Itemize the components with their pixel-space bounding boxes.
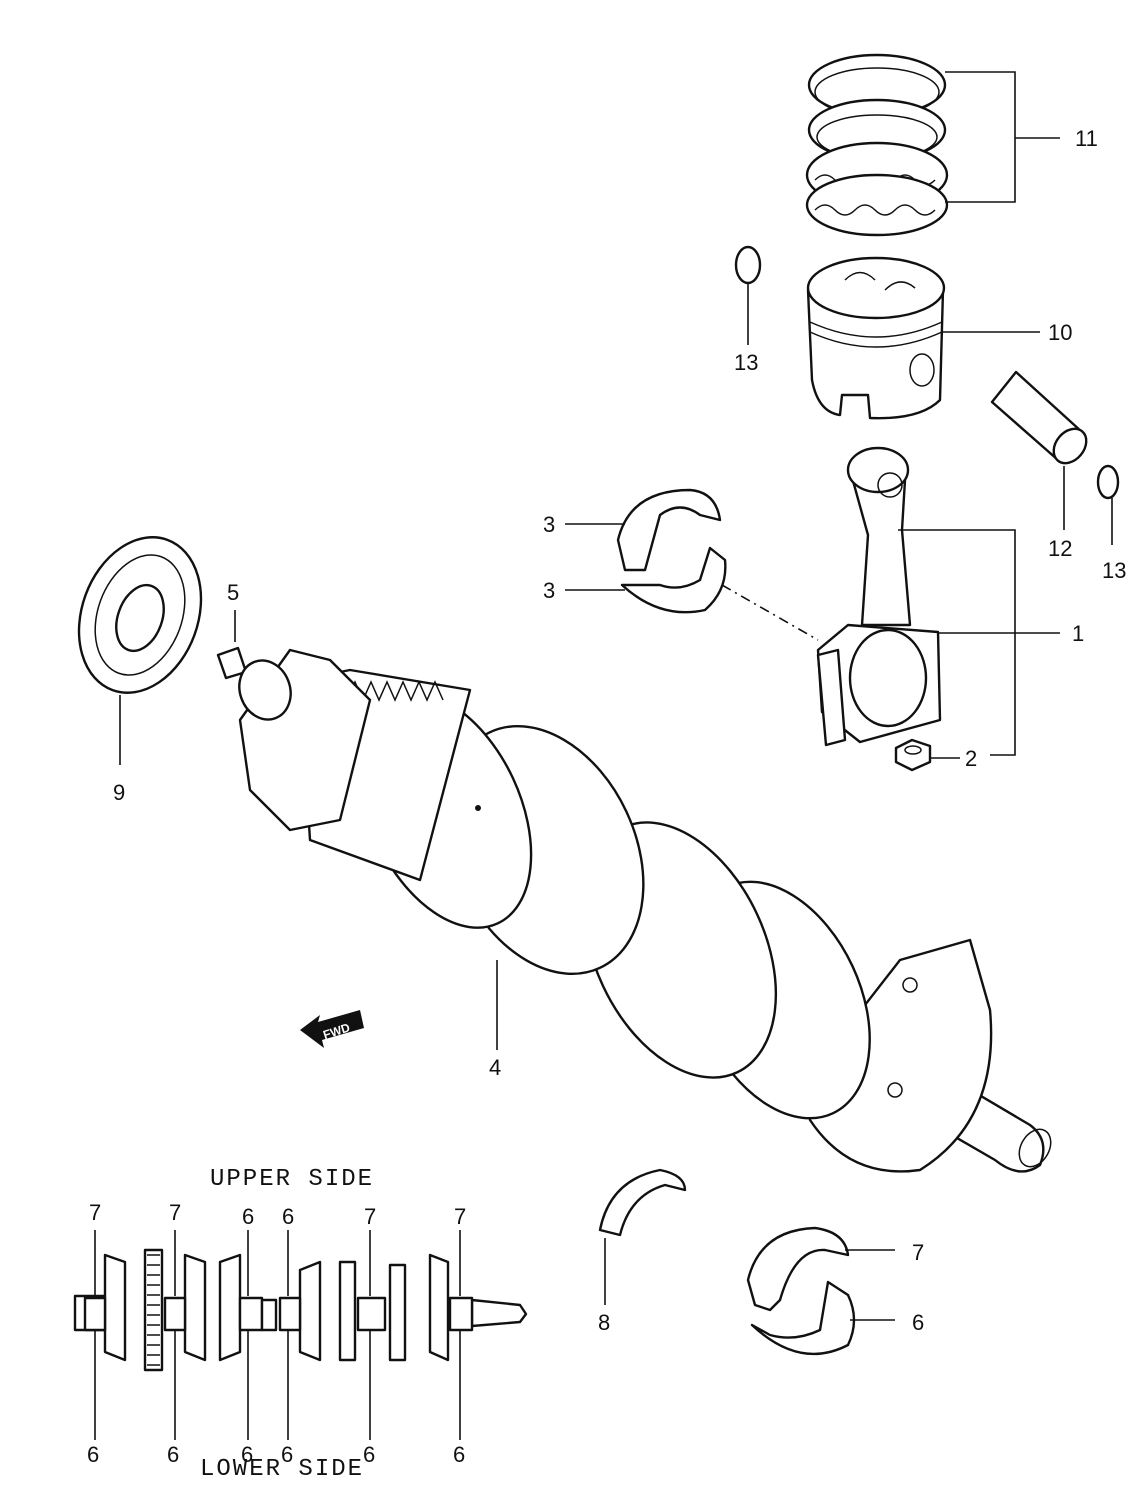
callout-2-label: 2 (965, 746, 977, 771)
upper-number-3: 6 (242, 1204, 254, 1229)
lower-number-4: 6 (281, 1442, 293, 1467)
piston-pin: 12 (990, 370, 1088, 561)
main-bearing-lower: 6 (750, 1280, 924, 1356)
dowel-pin: 5 (216, 580, 248, 680)
forward-direction-marker: FWD (300, 1010, 364, 1048)
thrust-washer: 8 (598, 1168, 687, 1335)
callout-3a-label: 3 (543, 512, 555, 537)
callout-13a-label: 13 (734, 350, 758, 375)
callout-1-label: 1 (1072, 621, 1084, 646)
bearing-position-inset: UPPER SIDE LOWER SIDE 7 7 6 6 7 7 6 6 6 … (73, 1166, 528, 1483)
callout-1: 1 (898, 529, 1084, 756)
crankshaft: 4 (238, 648, 1052, 1173)
upper-number-5: 7 (364, 1204, 376, 1229)
callout-5-label: 5 (227, 580, 239, 605)
upper-number-2: 7 (169, 1200, 181, 1225)
lower-number-5: 6 (363, 1442, 375, 1467)
lower-number-3: 6 (241, 1442, 253, 1467)
main-bearing-upper: 7 (746, 1226, 924, 1312)
callout-8-label: 8 (598, 1310, 610, 1335)
circlip-right: 13 (1096, 464, 1126, 583)
upper-number-4: 6 (282, 1204, 294, 1229)
lower-side-label: LOWER SIDE (200, 1456, 364, 1483)
conrod-bearing-lower (620, 546, 727, 614)
callout-3: 3 3 (543, 512, 819, 641)
piston (806, 256, 946, 420)
lower-number-6: 6 (453, 1442, 465, 1467)
callout-12-label: 12 (1048, 536, 1072, 561)
callout-7-label: 7 (912, 1240, 924, 1265)
callout-10: 10 (942, 320, 1072, 345)
upper-side-label: UPPER SIDE (210, 1166, 374, 1193)
callout-4-label: 4 (489, 1055, 501, 1080)
callout-11: 11 (945, 71, 1098, 203)
conrod-bearing-upper (616, 488, 722, 572)
callout-10-label: 10 (1048, 320, 1072, 345)
lower-number-1: 6 (87, 1442, 99, 1467)
upper-number-1: 7 (89, 1200, 101, 1225)
callout-6-label: 6 (912, 1310, 924, 1335)
callout-3b-label: 3 (543, 578, 555, 603)
circlip-left: 13 (734, 245, 762, 375)
piston-rings (805, 53, 949, 237)
connecting-rod (816, 446, 942, 747)
oil-seal: 9 (77, 536, 203, 805)
callout-11-label: 11 (1075, 126, 1098, 151)
conrod-nut: 2 (894, 738, 977, 772)
callout-13b-label: 13 (1102, 558, 1126, 583)
upper-number-6: 7 (454, 1204, 466, 1229)
callout-9-label: 9 (113, 780, 125, 805)
lower-number-2: 6 (167, 1442, 179, 1467)
